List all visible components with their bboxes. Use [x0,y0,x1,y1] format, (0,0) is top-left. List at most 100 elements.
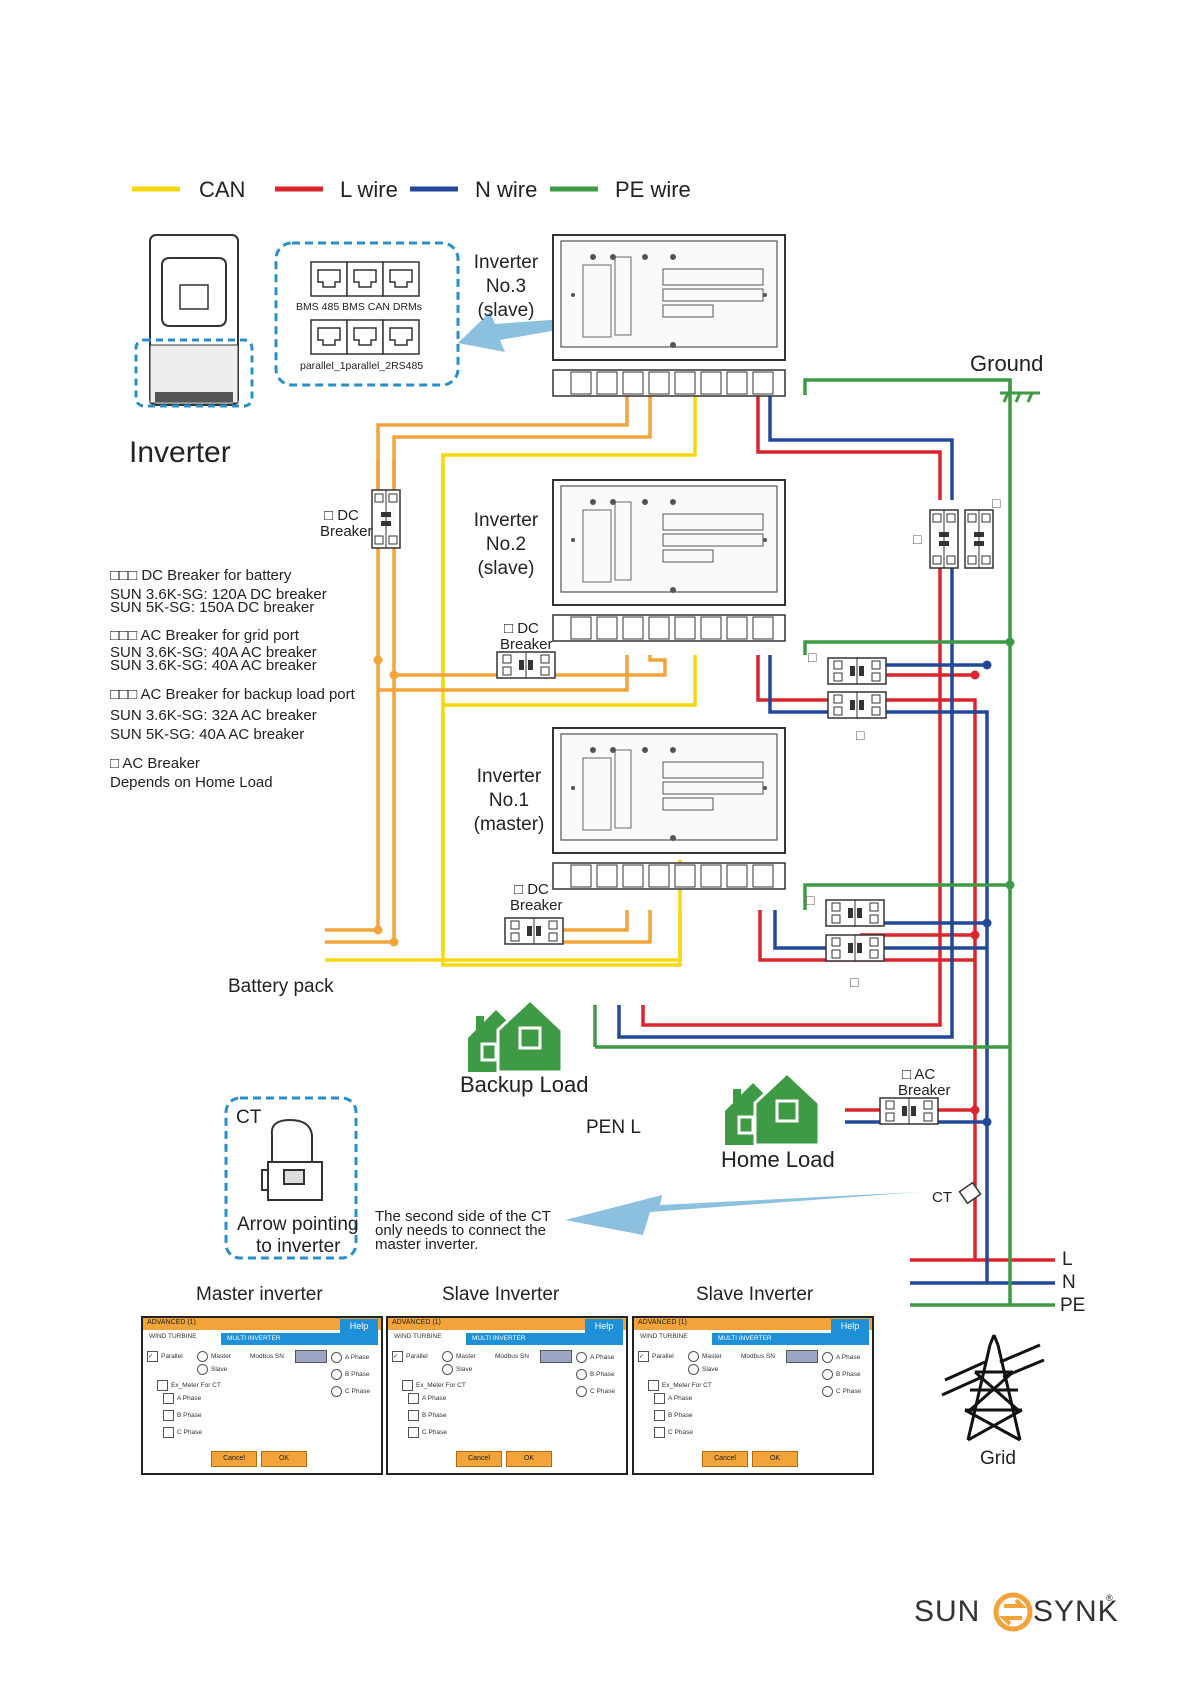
parallel-option[interactable]: ✓Parallel [638,1351,674,1362]
a-phase-option[interactable]: A Phase [576,1352,614,1363]
ct-box-frame [224,1096,358,1260]
a-phase-radio[interactable] [576,1352,587,1363]
slave-radio[interactable] [688,1364,699,1375]
ct-a-phase-option[interactable]: A Phase [408,1393,446,1404]
ct-a-phase-checkbox[interactable] [654,1393,665,1404]
cancel-button[interactable]: Cancel [702,1451,748,1467]
cancel-button[interactable]: Cancel [456,1451,502,1467]
ct-c-phase-option[interactable]: C Phase [654,1427,693,1438]
ex-meter-checkbox[interactable] [402,1380,413,1391]
tab-multi-inverter[interactable]: MULTI INVERTER [221,1333,378,1345]
ct-sensor-icon [958,1181,982,1205]
ct-b-phase-checkbox[interactable] [408,1410,419,1421]
ct-b-phase-checkbox[interactable] [163,1410,174,1421]
b-phase-option[interactable]: B Phase [822,1369,861,1380]
ct-b-phase-checkbox[interactable] [654,1410,665,1421]
grid-line-l: L [1062,1249,1073,1270]
parallel-option[interactable]: ✓Parallel [392,1351,428,1362]
a-phase-option[interactable]: A Phase [822,1352,860,1363]
ct-c-phase-option[interactable]: C Phase [163,1427,202,1438]
a-phase-label: A Phase [836,1354,861,1362]
c-phase-radio[interactable] [331,1386,342,1397]
help-button[interactable]: Help [831,1319,869,1334]
parallel-checkbox[interactable]: ✓ [147,1351,158,1362]
cancel-button[interactable]: Cancel [211,1451,257,1467]
grid-line-pe: PE [1060,1295,1086,1316]
parallel-option[interactable]: ✓Parallel [147,1351,183,1362]
inverter-no1-box [552,727,786,854]
slave-radio[interactable] [197,1364,208,1375]
parallel-checkbox[interactable]: ✓ [638,1351,649,1362]
b-phase-radio[interactable] [822,1369,833,1380]
ct-a-phase-checkbox[interactable] [408,1393,419,1404]
master-label: Master [456,1353,476,1361]
ct-b-phase-option[interactable]: B Phase [408,1410,447,1421]
dc-breaker-inv1-line2: Breaker [510,896,563,914]
dc-breaker-inv2-line2: Breaker [500,635,553,653]
ct-c-phase-label: C Phase [668,1429,693,1437]
settings-screen-master: ADVANCED (1) Help WIND TURBINE MULTI INV… [141,1316,383,1475]
ex-meter-option[interactable]: Ex_Meter For CT [402,1380,466,1391]
ok-button[interactable]: OK [506,1451,552,1467]
help-button[interactable]: Help [585,1319,623,1334]
ct-b-phase-option[interactable]: B Phase [654,1410,693,1421]
ex-meter-option[interactable]: Ex_Meter For CT [157,1380,221,1391]
screen-header-text: ADVANCED (1) [392,1319,441,1326]
c-phase-option[interactable]: C Phase [822,1386,861,1397]
tab-multi-inverter[interactable]: MULTI INVERTER [712,1333,869,1345]
legend-pe-wire: PE wire [615,177,691,202]
dc-breaker-inv2-line1: □ DC [504,620,539,637]
ct-c-phase-option[interactable]: C Phase [408,1427,447,1438]
c-phase-radio[interactable] [822,1386,833,1397]
ex-meter-checkbox[interactable] [648,1380,659,1391]
a-phase-option[interactable]: A Phase [331,1352,369,1363]
modbus-sn-input[interactable] [540,1350,572,1363]
master-option[interactable]: Master [688,1351,722,1362]
a-phase-radio[interactable] [822,1352,833,1363]
ct-c-phase-checkbox[interactable] [163,1427,174,1438]
slave-radio[interactable] [442,1364,453,1375]
ct-b-phase-option[interactable]: B Phase [163,1410,202,1421]
modbus-sn-input[interactable] [295,1350,327,1363]
inverter-no1-glands [552,862,786,890]
master-option[interactable]: Master [197,1351,231,1362]
ex-meter-option[interactable]: Ex_Meter For CT [648,1380,712,1391]
b-phase-radio[interactable] [331,1369,342,1380]
note-battery-2: SUN 5K-SG: 150A DC breaker [110,599,315,616]
slave-option[interactable]: Slave [197,1364,227,1375]
master-option[interactable]: Master [442,1351,476,1362]
parallel-checkbox[interactable]: ✓ [392,1351,403,1362]
tab-wind-turbine[interactable]: WIND TURBINE [149,1333,197,1340]
master-radio[interactable] [197,1351,208,1362]
c-phase-option[interactable]: C Phase [576,1386,615,1397]
ct-c-phase-label: C Phase [177,1429,202,1437]
tab-wind-turbine[interactable]: WIND TURBINE [640,1333,688,1340]
ground-icon [1000,380,1040,403]
b-phase-option[interactable]: B Phase [331,1369,370,1380]
ct-a-phase-checkbox[interactable] [163,1393,174,1404]
tab-multi-inverter[interactable]: MULTI INVERTER [466,1333,623,1345]
ct-a-phase-label: A Phase [177,1395,202,1403]
modbus-sn-input[interactable] [786,1350,818,1363]
a-phase-radio[interactable] [331,1352,342,1363]
ct-a-phase-option[interactable]: A Phase [654,1393,692,1404]
slave-option[interactable]: Slave [688,1364,718,1375]
ct-c-phase-checkbox[interactable] [654,1427,665,1438]
help-button[interactable]: Help [340,1319,378,1334]
ct-a-phase-label: A Phase [668,1395,693,1403]
ct-c-phase-checkbox[interactable] [408,1427,419,1438]
master-radio[interactable] [688,1351,699,1362]
c-phase-option[interactable]: C Phase [331,1386,370,1397]
master-radio[interactable] [442,1351,453,1362]
b-phase-radio[interactable] [576,1369,587,1380]
ok-button[interactable]: OK [752,1451,798,1467]
c-phase-radio[interactable] [576,1386,587,1397]
inverter-no2-box [552,479,786,606]
b-phase-option[interactable]: B Phase [576,1369,615,1380]
tab-wind-turbine[interactable]: WIND TURBINE [394,1333,442,1340]
ok-button[interactable]: OK [261,1451,307,1467]
ex-meter-checkbox[interactable] [157,1380,168,1391]
slave-option[interactable]: Slave [442,1364,472,1375]
home-load-label: Home Load [721,1147,835,1172]
ct-a-phase-option[interactable]: A Phase [163,1393,201,1404]
